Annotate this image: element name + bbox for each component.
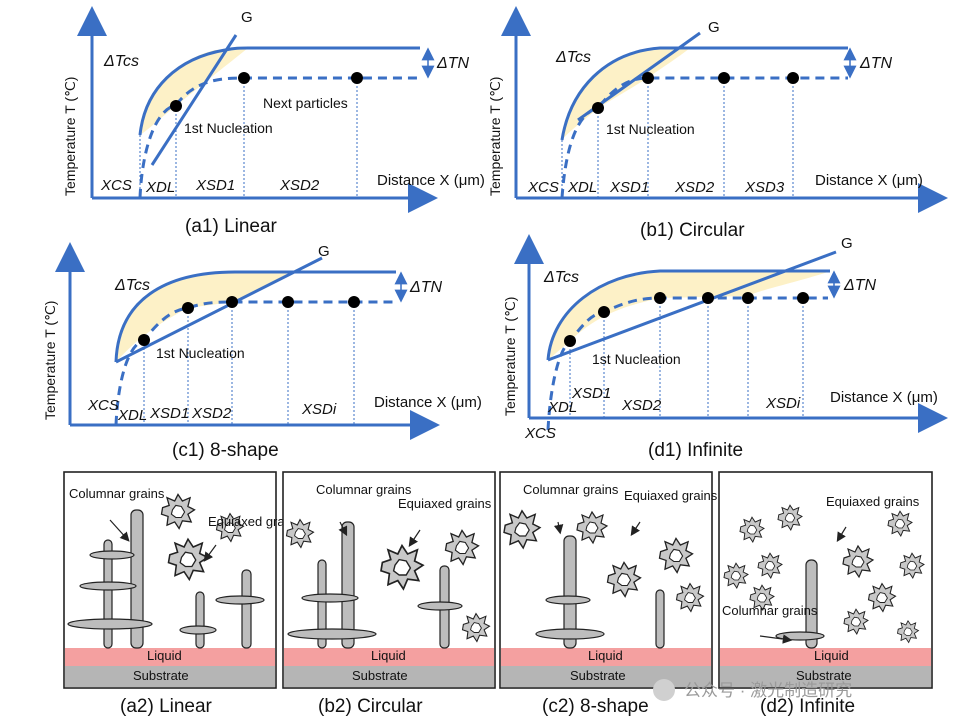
micro-panel-b2: Columnar grains Equiaxed grains Liquid S… (282, 471, 496, 717)
equiaxed-label: Equiaxed grains (398, 496, 492, 511)
delta-t-n-label: ΔTN (843, 277, 877, 294)
g-label: G (241, 9, 253, 26)
caption-c2: (c2) 8-shape (542, 696, 649, 717)
caption-d2: (d2) Infinite (760, 696, 855, 717)
next-particles-label: Next particles (263, 95, 348, 111)
micro-panel-a2: Columnar grains Equiaxed grains Liquid S… (63, 471, 302, 717)
nucleation-label: 1st Nucleation (606, 121, 695, 137)
y-axis-label: Temperature T (℃) (42, 301, 58, 420)
watermark-text: 公众号 · 激光制造研究 (684, 681, 852, 700)
panel-b1: G ΔTcs ΔTN 1st Nucleation Distance X (μm… (487, 6, 948, 241)
equiaxed-label: Equiaxed grains (624, 488, 718, 503)
x-label-sdi: XSDi (765, 395, 801, 412)
x-label-cs: XCS (100, 177, 132, 194)
columnar-label: Columnar grains (722, 603, 818, 618)
x-label-dl: XDL (567, 179, 597, 196)
panel-c1: G ΔTcs ΔTN 1st Nucleation Distance X (μm… (42, 242, 482, 461)
x-label-sd1: XSD1 (149, 405, 189, 422)
g-label: G (708, 19, 720, 36)
x-axis-label: Distance X (μm) (830, 389, 938, 406)
delta-t-cs-label: ΔTcs (543, 269, 579, 286)
x-label-sdi: XSDi (301, 401, 337, 418)
y-axis-label: Temperature T (℃) (502, 297, 518, 416)
y-axis-label: Temperature T (℃) (487, 77, 503, 196)
g-label: G (841, 235, 853, 252)
x-label-sd2: XSD2 (191, 405, 232, 422)
g-label: G (318, 243, 330, 260)
caption-b1: (b1) Circular (640, 220, 745, 241)
micro-panel-d2: Equiaxed grains Columnar grains Liquid S… (718, 471, 933, 717)
x-label-sd1: XSD1 (609, 179, 649, 196)
x-label-sd1: XSD1 (571, 385, 611, 402)
substrate-label: Substrate (570, 668, 626, 683)
caption-d1: (d1) Infinite (648, 440, 743, 461)
nucleation-label: 1st Nucleation (184, 120, 273, 136)
nucleation-label: 1st Nucleation (592, 351, 681, 367)
x-label-dl: XDL (117, 407, 147, 424)
columnar-label: Columnar grains (523, 482, 619, 497)
x-label-sd2: XSD2 (621, 397, 662, 414)
caption-c1: (c1) 8-shape (172, 440, 279, 461)
micro-panel-c2: Columnar grains Equiaxed grains Liquid S… (499, 471, 718, 717)
x-axis-label: Distance X (μm) (377, 172, 485, 189)
delta-t-n-label: ΔTN (859, 55, 893, 72)
equiaxed-label: Equiaxed grains (826, 494, 920, 509)
x-label-sd2: XSD2 (279, 177, 320, 194)
x-label-sd3: XSD3 (744, 179, 785, 196)
caption-b2: (b2) Circular (318, 696, 423, 717)
caption-a1: (a1) Linear (185, 216, 278, 237)
nucleation-label: 1st Nucleation (156, 345, 245, 361)
x-label-cs: XCS (87, 397, 119, 414)
liquid-label: Liquid (147, 648, 182, 663)
y-axis-label: Temperature T (℃) (62, 77, 78, 196)
delta-t-cs-label: ΔTcs (555, 49, 591, 66)
liquid-label: Liquid (814, 648, 849, 663)
columnar-label: Columnar grains (69, 486, 165, 501)
x-label-cs: XCS (527, 179, 559, 196)
delta-t-cs-label: ΔTcs (114, 277, 150, 294)
liquid-label: Liquid (588, 648, 623, 663)
delta-t-cs-label: ΔTcs (103, 53, 139, 70)
liquid-label: Liquid (371, 648, 406, 663)
x-label-sd2: XSD2 (674, 179, 715, 196)
delta-t-n-label: ΔTN (436, 55, 470, 72)
x-label-dl: XDL (145, 179, 175, 196)
x-label-cs: XCS (524, 425, 556, 442)
substrate-label: Substrate (133, 668, 189, 683)
substrate-label: Substrate (352, 668, 408, 683)
x-axis-label: Distance X (μm) (815, 172, 923, 189)
x-label-dl: XDL (547, 399, 577, 416)
substrate-label: Substrate (796, 668, 852, 683)
delta-t-n-label: ΔTN (409, 279, 443, 296)
x-label-sd1: XSD1 (195, 177, 235, 194)
panel-d1: G ΔTcs ΔTN 1st Nucleation Distance X (μm… (502, 234, 948, 461)
x-axis-label: Distance X (μm) (374, 394, 482, 411)
watermark: 公众号 · 激光制造研究 (653, 679, 852, 701)
columnar-label: Columnar grains (316, 482, 412, 497)
panel-a1: G ΔTcs ΔTN 1st Nucleation Next particles… (62, 6, 485, 237)
caption-a2: (a2) Linear (120, 696, 213, 717)
equiaxed-label: Equiaxed grains (208, 514, 302, 529)
